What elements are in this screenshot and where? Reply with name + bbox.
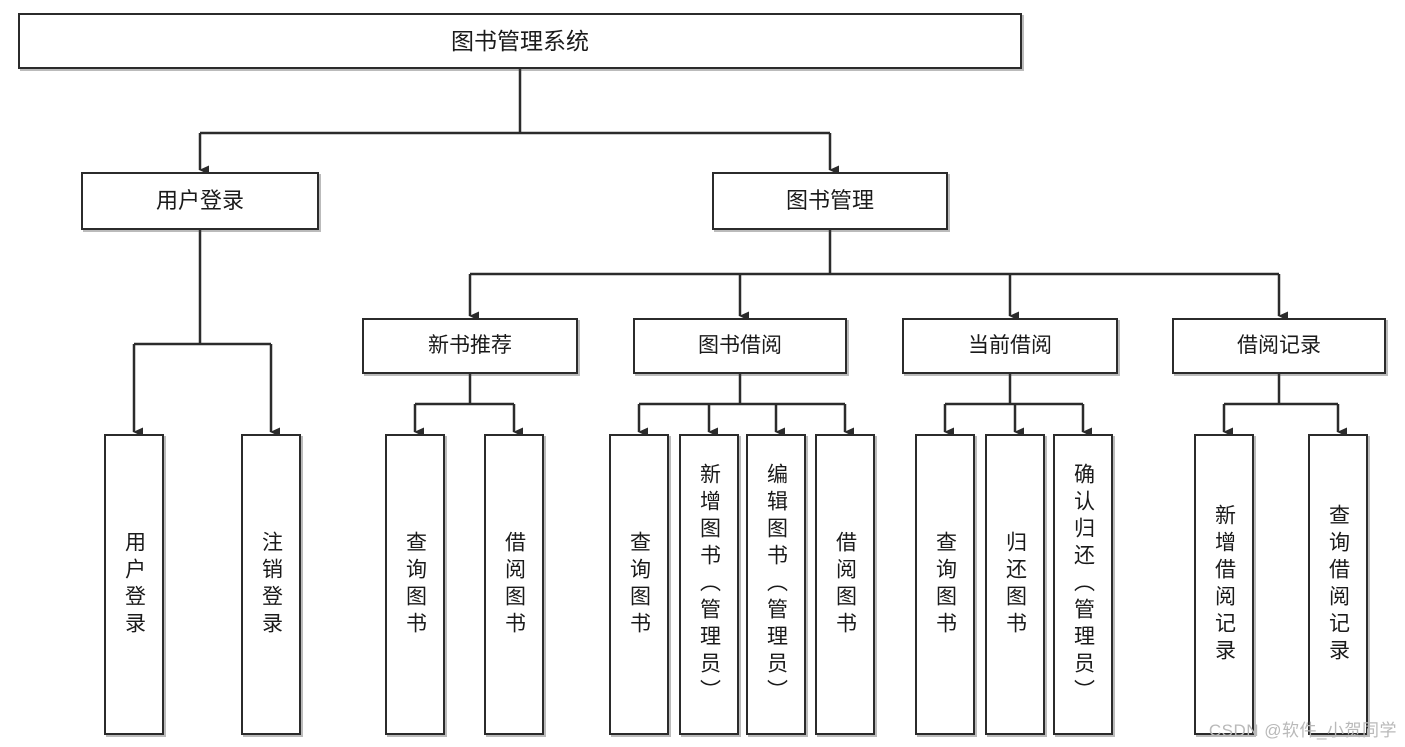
node-bookmgmt[interactable]: 图书管理 [712, 172, 948, 230]
node-label: 归还图书 [1003, 530, 1027, 639]
edges [132, 69, 1347, 437]
node-label: 查询图书 [403, 530, 427, 639]
node-label: 图书借阅 [698, 333, 782, 357]
node-label: 借阅图书 [502, 530, 526, 639]
node-label: 查询图书 [627, 530, 651, 639]
node-l-cr-query[interactable]: 查询图书 [915, 434, 975, 735]
node-l-logout[interactable]: 注销登录 [241, 434, 301, 735]
node-newbook[interactable]: 新书推荐 [362, 318, 578, 374]
watermark: CSDN @软件_小贺同学 [1208, 721, 1397, 740]
node-label: 新增借阅记录 [1212, 503, 1236, 666]
node-root[interactable]: 图书管理系统 [18, 13, 1022, 69]
node-label: 当前借阅 [968, 333, 1052, 357]
node-label: 图书管理系统 [451, 27, 589, 54]
node-label: 新书推荐 [428, 333, 512, 357]
node-l-bk-add[interactable]: 新增图书（管理员） [679, 434, 739, 735]
node-current[interactable]: 当前借阅 [902, 318, 1118, 374]
node-l-rc-query[interactable]: 查询借阅记录 [1308, 434, 1368, 735]
node-l-nb-query[interactable]: 查询图书 [385, 434, 445, 735]
node-label: 借阅记录 [1237, 333, 1321, 357]
node-label: 编辑图书（管理员） [764, 463, 788, 706]
node-l-nb-borrow[interactable]: 借阅图书 [484, 434, 544, 735]
node-label: 用户登录 [155, 188, 244, 214]
node-label: 确认归还（管理员） [1071, 463, 1095, 706]
node-label: 注销登录 [259, 530, 283, 639]
node-l-rc-add[interactable]: 新增借阅记录 [1194, 434, 1254, 735]
node-label: 新增图书（管理员） [697, 463, 721, 706]
node-l-login[interactable]: 用户登录 [104, 434, 164, 735]
node-label: 查询借阅记录 [1326, 503, 1350, 666]
node-records[interactable]: 借阅记录 [1172, 318, 1386, 374]
node-label: 用户登录 [122, 530, 146, 639]
node-l-bk-edit[interactable]: 编辑图书（管理员） [746, 434, 806, 735]
node-l-bk-query[interactable]: 查询图书 [609, 434, 669, 735]
node-borrow[interactable]: 图书借阅 [633, 318, 847, 374]
node-label: 查询图书 [933, 530, 957, 639]
node-login[interactable]: 用户登录 [81, 172, 319, 230]
node-label: 图书管理 [785, 188, 874, 214]
node-label: 借阅图书 [833, 530, 857, 639]
node-l-bk-borrow[interactable]: 借阅图书 [815, 434, 875, 735]
node-l-cr-conf[interactable]: 确认归还（管理员） [1053, 434, 1113, 735]
node-l-cr-return[interactable]: 归还图书 [985, 434, 1045, 735]
